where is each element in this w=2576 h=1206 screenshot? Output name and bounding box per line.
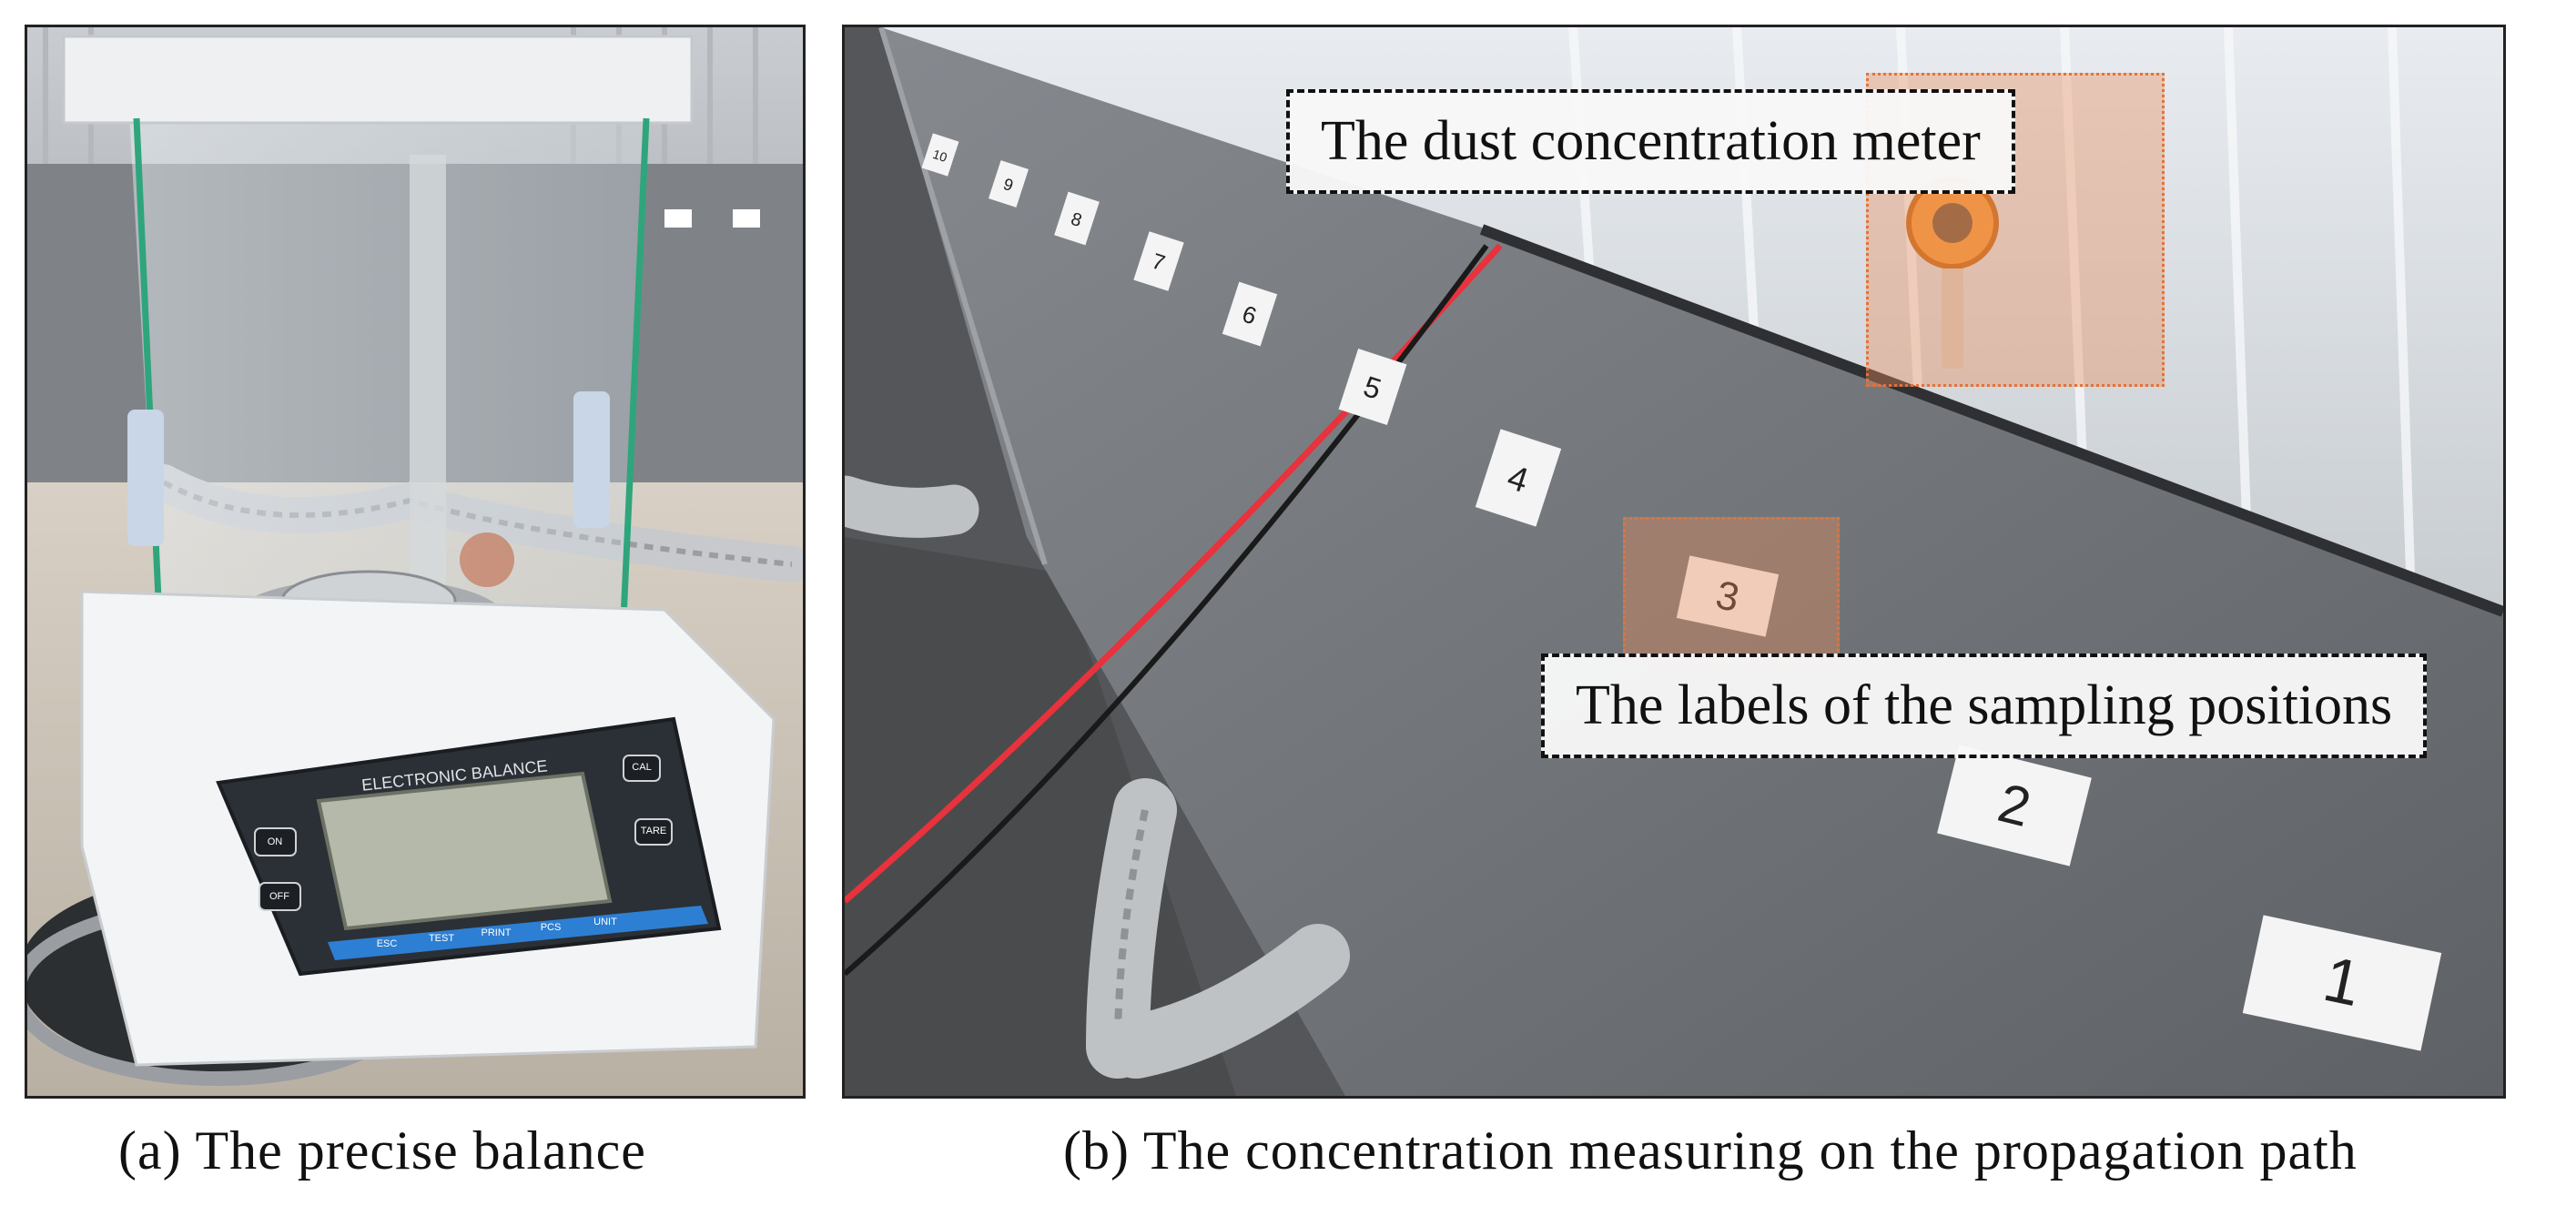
callout-dust-meter: The dust concentration meter	[1286, 89, 2015, 194]
balance-key-test: TEST	[429, 933, 454, 944]
position-label-10: 10	[931, 147, 949, 165]
callout-sampling-labels: The labels of the sampling positions	[1541, 654, 2428, 758]
caption-panel-a: (a) The precise balance	[118, 1120, 646, 1181]
caption-panel-b: (b) The concentration measuring on the p…	[1063, 1120, 2358, 1181]
sampling-position-labels: 1 2 3 4 5 6 7 8 9 10	[921, 133, 2442, 1051]
balance-key-on: ON	[268, 836, 283, 847]
balance-key-print: PRINT	[482, 927, 512, 938]
photo-propagation-path: 1 2 3 4 5 6 7 8 9 10 The dust concentrat…	[842, 25, 2506, 1099]
balance-key-cal: CAL	[632, 762, 651, 773]
balance-key-tare: TARE	[641, 826, 667, 836]
sampling-label-highlight-box	[1623, 517, 1840, 663]
balance-key-off: OFF	[269, 891, 289, 902]
balance-key-pcs: PCS	[541, 922, 562, 933]
balance-key-unit: UNIT	[593, 917, 617, 927]
balance-key-esc: ESC	[377, 938, 398, 949]
